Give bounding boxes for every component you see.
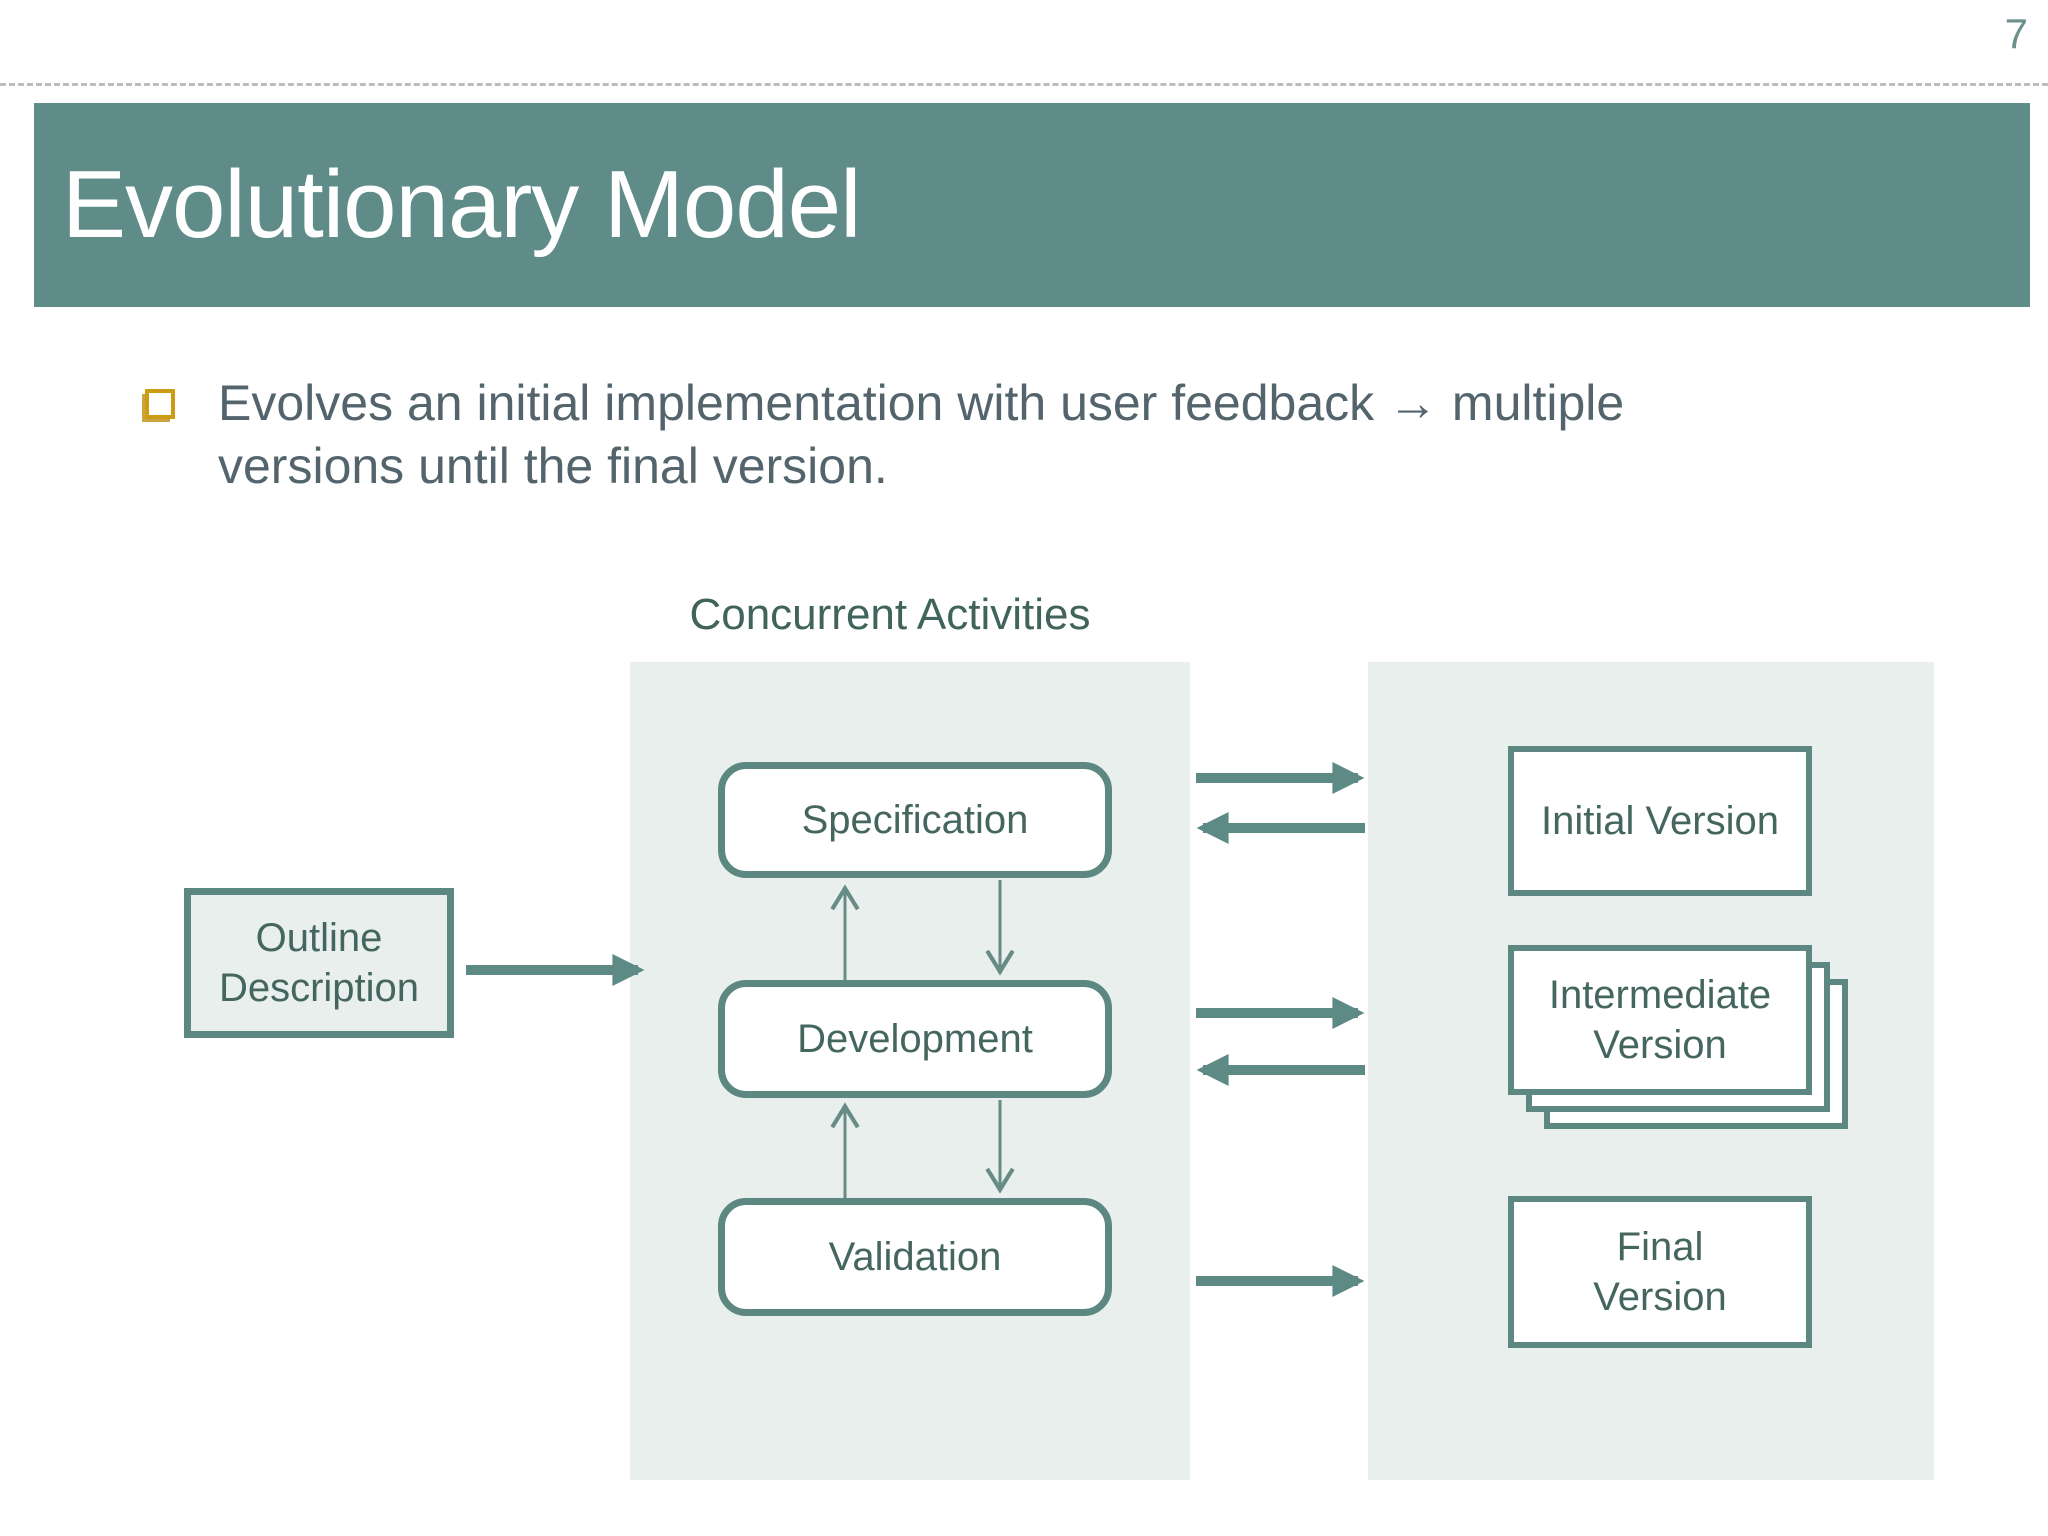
bullet-text: Evolves an initial implementation with u…: [218, 375, 1625, 494]
outline-description-box: Outline Description: [184, 888, 454, 1038]
validation-box: Validation: [718, 1198, 1112, 1316]
page-number: 7: [2004, 10, 2028, 57]
top-dashed-divider: [0, 83, 2048, 86]
specification-box: Specification: [718, 762, 1112, 878]
diagram-caption: Concurrent Activities: [689, 590, 1091, 639]
slide-title: Evolutionary Model: [62, 151, 861, 258]
final-version-box: Final Version: [1508, 1196, 1812, 1348]
initial-version-box: Initial Version: [1508, 746, 1812, 896]
intermediate-version-box: Intermediate Version: [1508, 945, 1812, 1095]
bullet-square-icon: [145, 389, 175, 419]
development-box: Development: [718, 980, 1112, 1098]
slide-title-bar: Evolutionary Model: [34, 103, 2030, 307]
